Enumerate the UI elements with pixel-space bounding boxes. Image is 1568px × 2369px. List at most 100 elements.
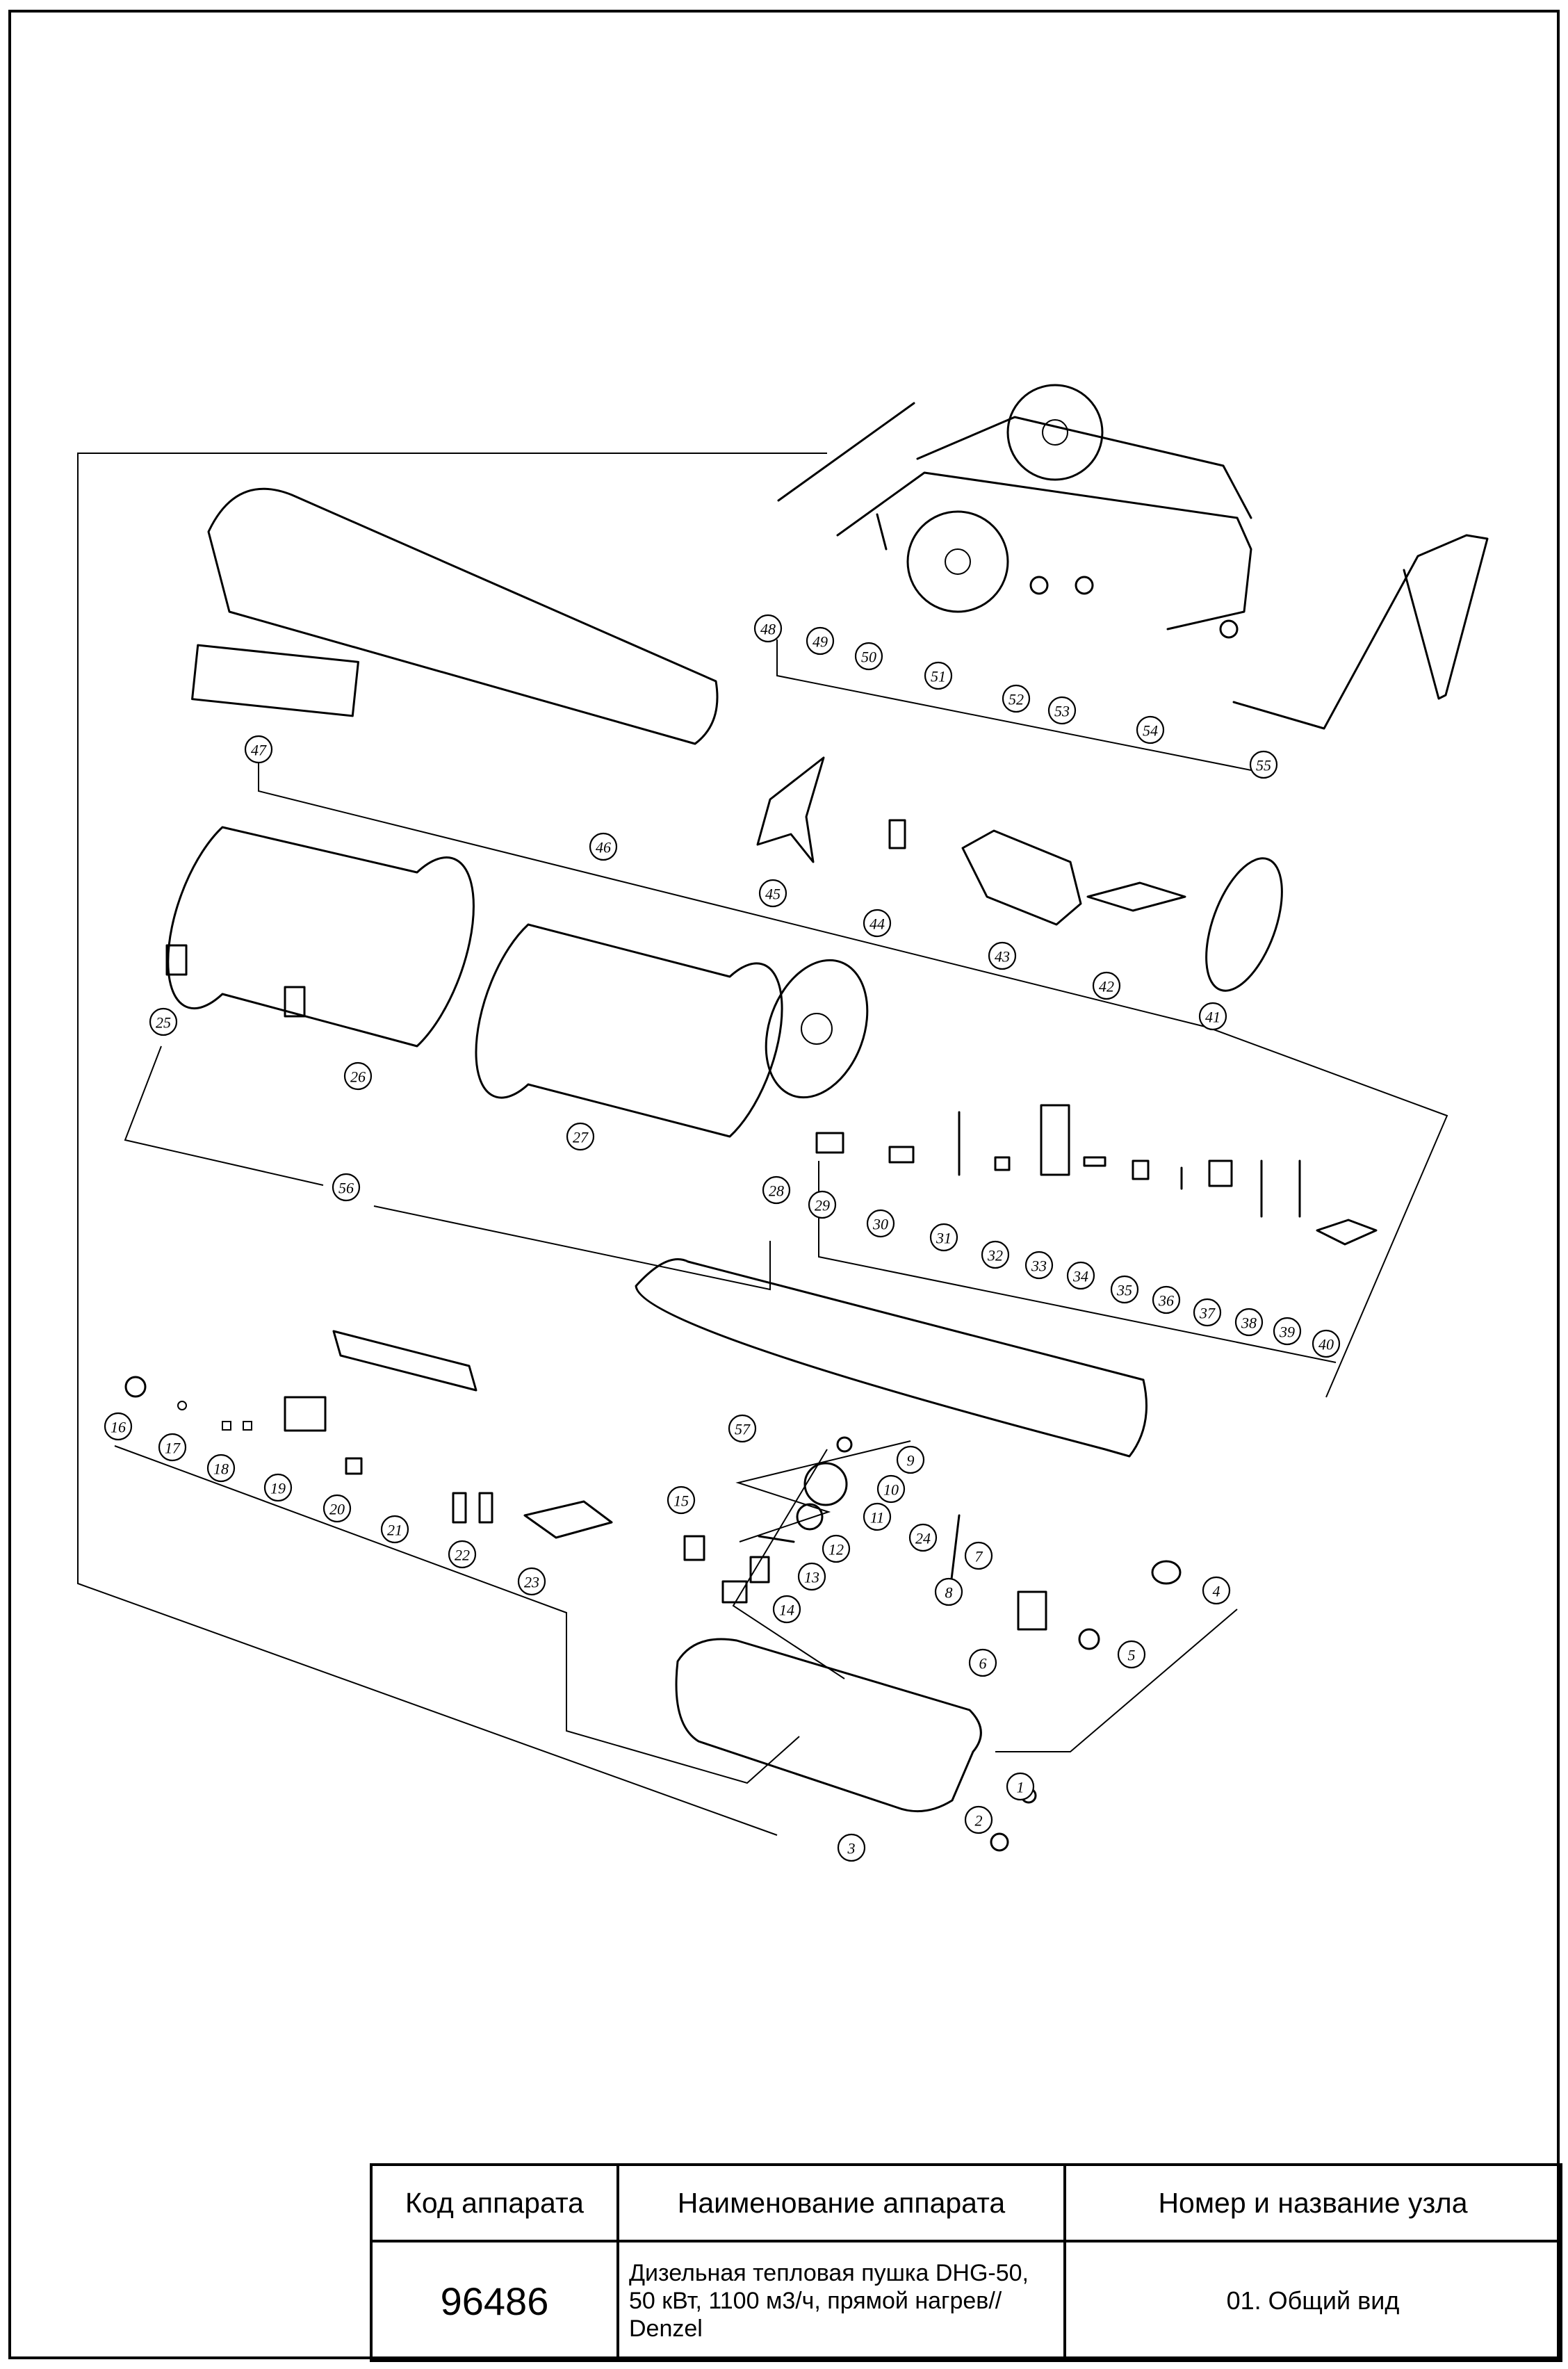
callout-number: 42	[1099, 978, 1114, 995]
part-14	[721, 1580, 748, 1604]
callout-bubble	[566, 1122, 595, 1151]
nut-52	[1029, 576, 1049, 595]
handle-55	[1232, 534, 1489, 730]
callout-35: 35	[1110, 1275, 1139, 1304]
callout-bubble	[332, 1173, 361, 1202]
callout-bubble	[1002, 684, 1031, 713]
callout-number: 5	[1128, 1647, 1136, 1664]
part-19	[284, 1396, 327, 1432]
callout-bubble	[753, 614, 783, 643]
callout-29: 29	[808, 1190, 837, 1219]
callout-bubble	[1066, 1261, 1095, 1290]
fuel-tank-group	[675, 1436, 1238, 1852]
part-20	[345, 1457, 363, 1475]
callout-51: 51	[924, 661, 953, 690]
callout-number: 57	[735, 1421, 751, 1438]
callout-number: 32	[987, 1247, 1003, 1264]
callout-number: 15	[673, 1492, 689, 1510]
callout-bubble	[517, 1567, 546, 1596]
callout-number: 21	[387, 1522, 402, 1539]
callout-number: 28	[769, 1182, 784, 1200]
callout-bubble	[866, 1209, 895, 1238]
callout-bubble	[908, 1523, 938, 1552]
callout-20: 20	[322, 1494, 352, 1523]
cotter-pin	[876, 513, 888, 551]
callout-bubble	[104, 1412, 133, 1441]
callout-bubble	[1202, 1576, 1231, 1605]
clip-44	[888, 819, 906, 849]
callout-28: 28	[762, 1175, 791, 1205]
callout-24: 24	[908, 1523, 938, 1552]
callout-bubble	[1273, 1317, 1302, 1346]
header-node-name: Номер и название узла	[1063, 2163, 1562, 2242]
callout-27: 27	[566, 1122, 595, 1151]
board-23	[523, 1500, 613, 1539]
callout-number: 12	[828, 1541, 844, 1558]
callout-7: 7	[964, 1541, 993, 1570]
part-2	[990, 1832, 1009, 1852]
callout-bubble	[772, 1595, 801, 1624]
callout-47: 47	[244, 735, 273, 764]
cylinder-group	[124, 826, 869, 1291]
callout-bubble	[806, 626, 835, 656]
callout-44: 44	[863, 909, 892, 938]
callout-number: 25	[156, 1014, 171, 1032]
callout-25: 25	[149, 1007, 178, 1036]
callout-14: 14	[772, 1595, 801, 1624]
callout-8: 8	[934, 1577, 963, 1606]
frame-tube-back	[916, 416, 1252, 519]
bracket-25	[165, 944, 188, 976]
callout-30: 30	[866, 1209, 895, 1238]
title-block-value-row: 96486 Дизельная тепловая пушка DHG-50, 5…	[370, 2240, 1562, 2362]
callout-10: 10	[876, 1474, 906, 1504]
part-6	[1017, 1590, 1047, 1631]
callout-50: 50	[854, 642, 883, 671]
part-18b	[243, 1421, 252, 1431]
callout-16: 16	[104, 1412, 133, 1441]
callout-number: 44	[869, 915, 885, 933]
callout-3: 3	[837, 1833, 866, 1862]
callout-number: 56	[338, 1180, 354, 1197]
callout-number: 3	[847, 1840, 856, 1857]
panel-21	[332, 1330, 477, 1392]
exploded-parts-diagram: 1234567891011121314151617181920212223242…	[77, 384, 1489, 1862]
part-37	[1208, 1159, 1233, 1187]
part-7	[949, 1514, 961, 1586]
callout-number: 45	[765, 886, 781, 903]
axle-rod	[777, 402, 915, 502]
callout-number: 47	[251, 742, 267, 759]
cover-46	[207, 487, 719, 745]
callout-number: 36	[1158, 1292, 1174, 1310]
part-13	[749, 1556, 770, 1584]
callout-1: 1	[1006, 1772, 1035, 1801]
callout-number: 8	[945, 1584, 953, 1602]
callout-bubble	[876, 1474, 906, 1504]
part-30	[888, 1146, 915, 1164]
callout-number: 22	[455, 1547, 470, 1564]
callout-number: 30	[872, 1216, 888, 1233]
callout-bubble	[964, 1541, 993, 1570]
callout-33: 33	[1024, 1251, 1054, 1280]
bracket-25b	[284, 986, 306, 1018]
callout-2: 2	[964, 1805, 993, 1834]
callout-bubble	[968, 1648, 997, 1677]
title-block-table: Код аппарата Наименование аппарата Номер…	[370, 2163, 1562, 2362]
callout-48: 48	[753, 614, 783, 643]
callout-number: 29	[815, 1197, 830, 1214]
callout-number: 24	[915, 1530, 931, 1547]
frame-wheel-group	[776, 384, 1489, 771]
wheel-front	[906, 510, 1009, 613]
callout-22: 22	[448, 1540, 477, 1569]
callout-number: 43	[995, 948, 1010, 966]
callout-bubble	[667, 1485, 696, 1515]
filter-10	[803, 1462, 848, 1506]
callout-bubble	[808, 1190, 837, 1219]
callout-bubble	[1110, 1275, 1139, 1304]
callout-43: 43	[988, 941, 1017, 970]
callout-number: 48	[760, 621, 776, 638]
callout-bubble	[1193, 1298, 1222, 1327]
guard-41	[1205, 857, 1283, 992]
part-4	[1151, 1560, 1182, 1585]
callout-number: 52	[1008, 691, 1024, 708]
callout-bubble	[1152, 1285, 1181, 1314]
